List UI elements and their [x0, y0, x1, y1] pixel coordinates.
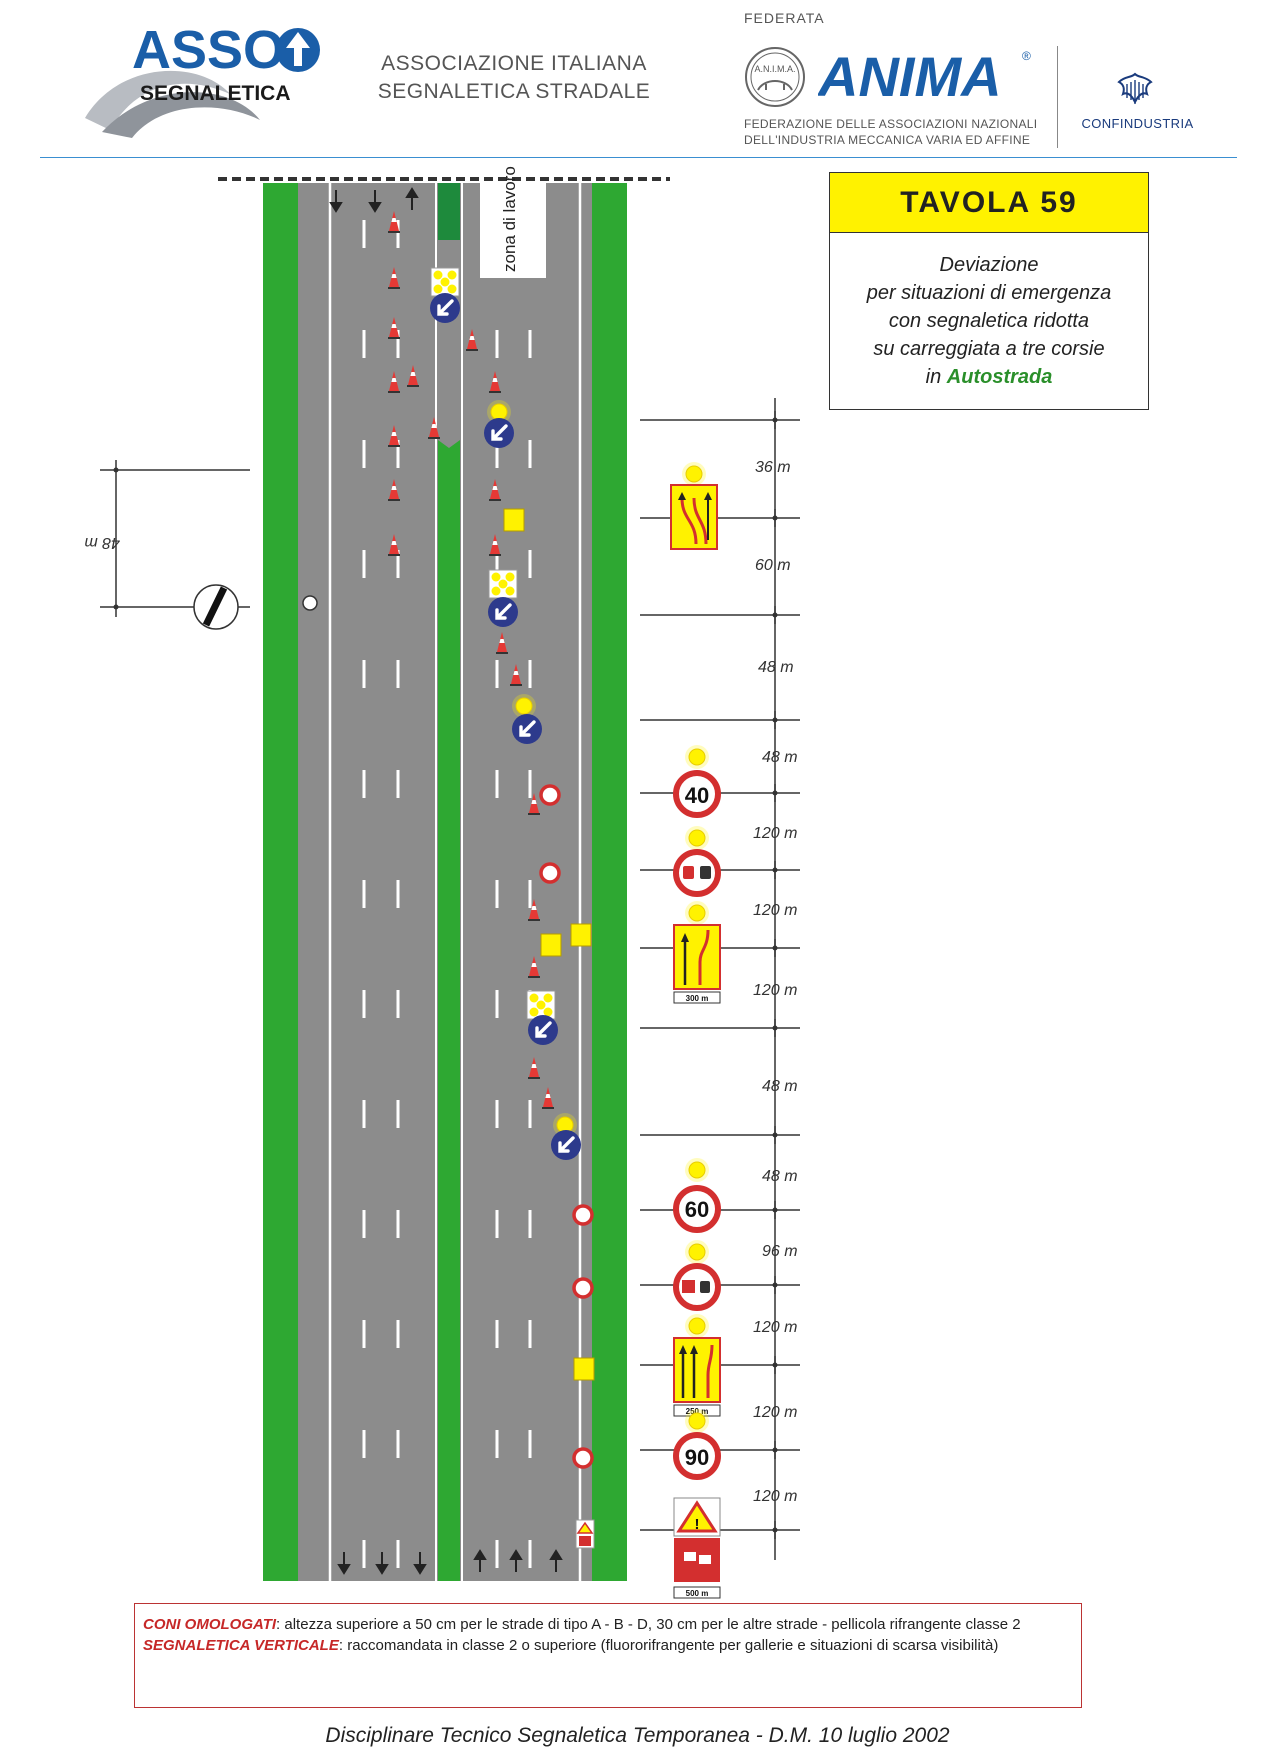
- anima-subtitle-line2: DELL'INDUSTRIA MECCANICA VARIA ED AFFINE: [744, 133, 1031, 147]
- note-cones-text: : altezza superiore a 50 cm per le strad…: [276, 1616, 1021, 1633]
- keep-left-sign-icon: [510, 712, 544, 746]
- distance-label: 36 m: [755, 459, 791, 476]
- anima-logo: ANIMA ®: [818, 46, 1031, 106]
- carriageway-left: [298, 183, 438, 1581]
- keep-left-sign-icon: [428, 291, 462, 325]
- work-zone-label: zona di lavoro: [500, 166, 519, 272]
- carriageway-right: [460, 183, 592, 1581]
- sign-speed-limit-40: 40: [673, 744, 721, 818]
- distance-label: 120 m: [753, 1404, 797, 1421]
- asso-subtitle-line2: SEGNALETICA STRADALE: [377, 80, 651, 103]
- federata-label: FEDERATA: [744, 10, 825, 26]
- mini-speed-sign-icon: [539, 784, 561, 806]
- anima-wordmark: ANIMA: [818, 46, 1002, 106]
- anima-subtitle: FEDERAZIONE DELLE ASSOCIAZIONI NAZIONALI…: [744, 116, 1044, 148]
- title-description: Deviazione per situazioni di emergenza c…: [830, 233, 1148, 391]
- asso-segnaletica-word: SEGNALETICA: [140, 82, 291, 105]
- sign-lane-closure-300m: 300 m: [673, 900, 721, 1004]
- road-shoulder-right: [592, 183, 627, 1581]
- svg-text:!: !: [695, 1516, 700, 1533]
- flasher-panel: [488, 569, 518, 599]
- distance-label: 48 m: [758, 659, 794, 676]
- road-diagram: zona di lavoro: [84, 166, 800, 1599]
- sign-speed-limit-60: 60: [673, 1157, 721, 1233]
- lane-arrows-top: [329, 187, 419, 213]
- title-line-5-prefix: in: [925, 366, 942, 388]
- sign-lane-closure-250m: 250 m: [673, 1313, 721, 1417]
- road-stud-marker: [302, 595, 318, 611]
- asso-wordmark: ASSO: [132, 20, 285, 80]
- header: ASSO SEGNALETICA ASSOCIAZIONE ITALIANA S…: [0, 0, 1275, 160]
- median-top-strip: [438, 183, 460, 240]
- mini-warning-vehicle-sign-icon: [575, 1519, 595, 1549]
- left-spacing-label: 48 m: [84, 534, 120, 551]
- distance-label: 120 m: [753, 982, 797, 999]
- note-line-1: CONI OMOLOGATI: altezza superiore a 50 c…: [143, 1616, 1021, 1633]
- distance-label: 48 m: [762, 1078, 798, 1095]
- road-shoulder-left: [263, 183, 298, 1581]
- distance-label: 120 m: [753, 902, 797, 919]
- speed-limit-60-value: 60: [685, 1197, 709, 1222]
- note-cones-key: CONI OMOLOGATI: [143, 1616, 277, 1633]
- anima-seal-text: A.N.I.M.A.: [754, 64, 795, 74]
- anima-subtitle-line1: FEDERAZIONE DELLE ASSOCIAZIONI NAZIONALI: [744, 117, 1038, 131]
- note-signs-text: : raccomandata in classe 2 o superiore (…: [338, 1637, 999, 1654]
- median-green: [438, 183, 460, 1581]
- notes-box: CONI OMOLOGATI: altezza superiore a 50 c…: [134, 1603, 1082, 1708]
- note-signs-key: SEGNALETICA VERTICALE: [143, 1637, 339, 1654]
- yellow-delineator-panel: [540, 933, 562, 957]
- keep-left-sign-icon: [526, 1013, 560, 1047]
- end-of-restriction-sign-icon: [193, 584, 239, 630]
- yellow-delineator-panel: [570, 923, 592, 947]
- yellow-delineator-panel: [573, 1357, 595, 1381]
- work-zone: [480, 183, 546, 278]
- distance-label: 60 m: [755, 557, 791, 574]
- sign-no-overtaking: [673, 825, 721, 897]
- plate-300m: 300 m: [686, 994, 709, 1003]
- keep-left-sign-icon: [486, 595, 520, 629]
- speed-limit-40-value: 40: [685, 783, 709, 808]
- mini-speed-sign-icon: [572, 1447, 594, 1469]
- title-line-3: con segnaletica ridotta: [888, 310, 1090, 332]
- asso-subtitle-line1: ASSOCIAZIONE ITALIANA: [381, 52, 647, 75]
- speed-limit-90-value: 90: [685, 1445, 709, 1470]
- yellow-delineator-panel: [503, 508, 525, 532]
- distance-label: 120 m: [753, 1319, 797, 1336]
- title-line-4: su carreggiata a tre corsie: [873, 338, 1105, 360]
- anima-registered-mark: ®: [1022, 49, 1031, 63]
- distance-label: 120 m: [753, 825, 797, 842]
- mini-no-overtaking-trucks-sign-icon: [572, 1277, 594, 1299]
- confindustria-eagle-icon: [1117, 72, 1153, 105]
- title-box: TAVOLA 59 Deviazione per situazioni di e…: [829, 172, 1149, 410]
- footer-reference: Disciplinare Tecnico Segnaletica Tempora…: [325, 1724, 950, 1747]
- sign-no-overtaking-trucks: [673, 1239, 721, 1311]
- mini-speed-sign-icon: [572, 1204, 594, 1226]
- plate-500m: 500 m: [686, 1589, 709, 1598]
- header-separator: [40, 157, 1237, 158]
- keep-left-sign-icon: [549, 1128, 583, 1162]
- sign-accident-warning-500m: ! 500 m: [673, 1497, 721, 1599]
- anima-seal-logo: A.N.I.M.A.: [745, 47, 805, 107]
- header-divider: [1057, 46, 1058, 148]
- title-line-5-highlight: Autostrada: [946, 366, 1053, 388]
- title-line-2: per situazioni di emergenza: [866, 282, 1112, 304]
- title-line-1: Deviazione: [939, 254, 1039, 276]
- asso-subtitle: ASSOCIAZIONE ITALIANA SEGNALETICA STRADA…: [364, 50, 664, 106]
- sign-lane-shift: [670, 461, 718, 550]
- flasher-panel: [526, 990, 556, 1020]
- asso-logo: ASSO SEGNALETICA: [85, 20, 320, 138]
- distance-label: 48 m: [762, 749, 798, 766]
- confindustria-label: CONFINDUSTRIA: [1081, 116, 1194, 131]
- flasher-panel: [430, 267, 460, 297]
- sign-speed-limit-90: 90: [673, 1408, 721, 1480]
- lane-arrows-bottom: [337, 1549, 563, 1575]
- note-line-2: SEGNALETICA VERTICALE: raccomandata in c…: [143, 1637, 998, 1654]
- tavola-title: TAVOLA 59: [830, 173, 1148, 233]
- title-line-5: in Autostrada: [830, 363, 1148, 391]
- distance-label: 96 m: [762, 1243, 798, 1260]
- distance-label: 120 m: [753, 1488, 797, 1505]
- distance-label: 48 m: [762, 1168, 798, 1185]
- mini-no-overtaking-sign-icon: [539, 862, 561, 884]
- keep-left-sign-icon: [482, 416, 516, 450]
